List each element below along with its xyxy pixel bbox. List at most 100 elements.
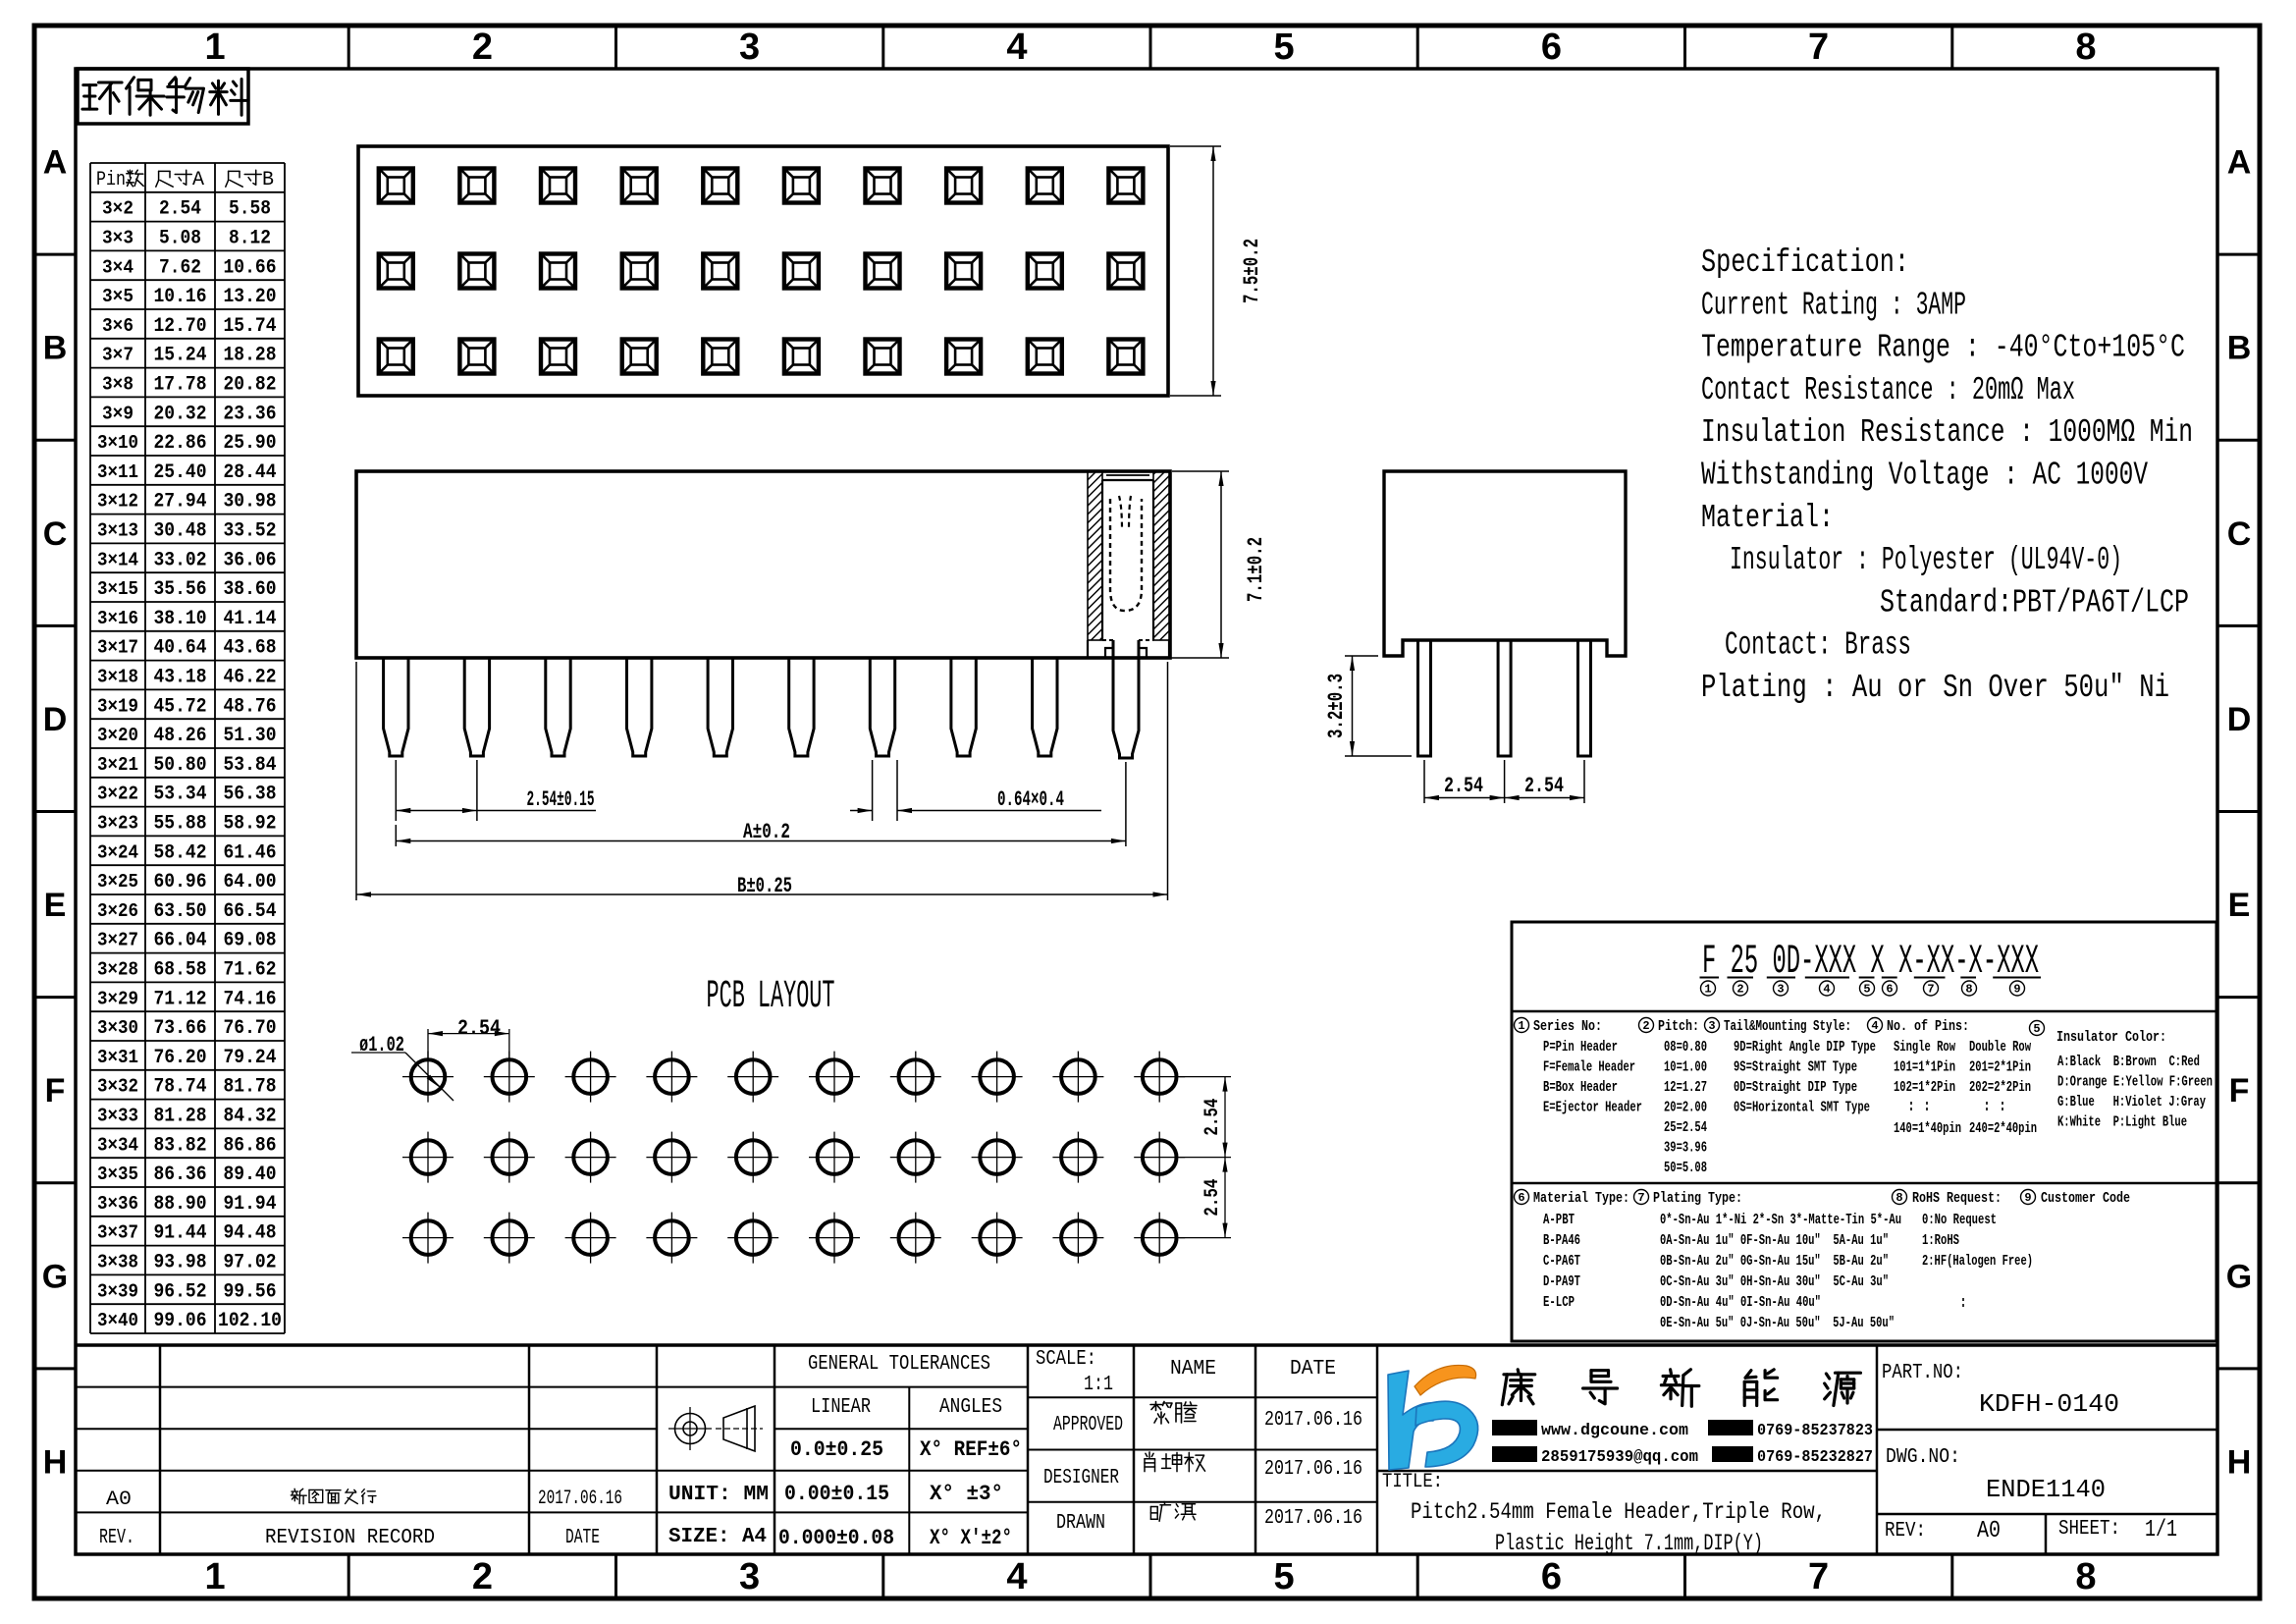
- svg-text:5: 5: [2033, 1022, 2040, 1036]
- svg-text:Single Row: Single Row: [1894, 1039, 1955, 1056]
- svg-text:A: A: [2227, 144, 2252, 182]
- svg-text:C-PA6T: C-PA6T: [1543, 1253, 1580, 1270]
- svg-text:7.62: 7.62: [159, 256, 201, 279]
- svg-text:B±0.25: B±0.25: [737, 874, 792, 898]
- svg-text:93.98: 93.98: [154, 1252, 207, 1274]
- svg-text:F: F: [2229, 1072, 2250, 1110]
- svg-text:B: B: [262, 169, 274, 191]
- svg-text:0D=Straight DIP Type: 0D=Straight DIP Type: [1734, 1079, 1857, 1096]
- svg-text:99.06: 99.06: [154, 1310, 207, 1332]
- svg-text:3×28: 3×28: [97, 959, 138, 981]
- svg-text:2.54: 2.54: [457, 1016, 501, 1041]
- svg-text:33.52: 33.52: [224, 520, 277, 543]
- svg-text:3×14: 3×14: [97, 549, 138, 570]
- svg-text:TITLE:: TITLE:: [1382, 1471, 1443, 1493]
- svg-text:3×29: 3×29: [97, 988, 138, 1009]
- svg-text:20=2.00: 20=2.00: [1664, 1100, 1707, 1116]
- svg-text:1: 1: [205, 1556, 226, 1597]
- svg-text:ø1.02: ø1.02: [359, 1033, 404, 1057]
- svg-text:Specification:: Specification:: [1701, 244, 1909, 281]
- svg-text:E: E: [2228, 887, 2251, 924]
- svg-text:3×34: 3×34: [97, 1134, 138, 1156]
- svg-text:DESIGNER: DESIGNER: [1043, 1467, 1119, 1489]
- svg-text:73.66: 73.66: [154, 1017, 207, 1040]
- svg-text:PART.NO:: PART.NO:: [1882, 1362, 1963, 1384]
- svg-text:08=0.80: 08=0.80: [1664, 1039, 1707, 1056]
- svg-text:Plating Type:: Plating Type:: [1653, 1190, 1742, 1207]
- svg-text:38.10: 38.10: [154, 608, 207, 630]
- svg-text:8: 8: [1965, 983, 1972, 997]
- svg-text:7: 7: [1927, 983, 1934, 997]
- svg-text:30.48: 30.48: [154, 520, 207, 543]
- svg-text:1/1: 1/1: [2145, 1517, 2177, 1543]
- svg-text:45.72: 45.72: [154, 695, 207, 718]
- svg-text:A: A: [192, 169, 204, 191]
- svg-text:ANGLES: ANGLES: [939, 1396, 1002, 1419]
- svg-text:48.26: 48.26: [154, 725, 207, 747]
- svg-text:2: 2: [472, 27, 493, 68]
- svg-text:3×17: 3×17: [97, 637, 138, 659]
- svg-text:3×27: 3×27: [97, 930, 138, 951]
- svg-text:58.92: 58.92: [224, 813, 277, 836]
- svg-text:E=Ejector Header: E=Ejector Header: [1543, 1100, 1642, 1116]
- svg-text:71.12: 71.12: [154, 988, 207, 1010]
- svg-text:15.24: 15.24: [154, 345, 207, 367]
- svg-text:NAME: NAME: [1170, 1358, 1216, 1380]
- svg-text:63.50: 63.50: [154, 900, 207, 923]
- svg-text:Insulator : Polyester (UL94V-0: Insulator : Polyester (UL94V-0): [1730, 542, 2122, 578]
- svg-text:3×10: 3×10: [97, 432, 138, 454]
- svg-text:SHEET:: SHEET:: [2058, 1518, 2120, 1541]
- svg-text:89.40: 89.40: [224, 1164, 277, 1186]
- svg-text:97.02: 97.02: [224, 1252, 277, 1274]
- svg-text:3×4: 3×4: [102, 256, 133, 278]
- svg-text:53.84: 53.84: [224, 754, 277, 777]
- svg-text:X° X'±2°: X° X'±2°: [930, 1526, 1012, 1550]
- svg-text:4: 4: [1006, 1556, 1027, 1597]
- svg-text:76.20: 76.20: [154, 1047, 207, 1069]
- svg-text:240=2*40pin: 240=2*40pin: [1969, 1120, 2037, 1137]
- svg-text:27.94: 27.94: [154, 491, 207, 514]
- svg-text:G: G: [42, 1258, 68, 1295]
- svg-text:8: 8: [2075, 27, 2096, 68]
- svg-text:1: 1: [205, 27, 226, 68]
- svg-text:38.60: 38.60: [224, 578, 277, 601]
- svg-text:5: 5: [1274, 1556, 1295, 1597]
- svg-text:Insulation Resistance : 1000MΩ: Insulation Resistance : 1000MΩ Min: [1701, 414, 2193, 451]
- svg-text:43.68: 43.68: [224, 637, 277, 660]
- svg-text:2.54: 2.54: [1524, 774, 1564, 798]
- svg-text:3×21: 3×21: [97, 754, 138, 776]
- svg-text:Customer Code: Customer Code: [2041, 1190, 2130, 1207]
- svg-text:PCB LAYOUT: PCB LAYOUT: [707, 975, 835, 1019]
- svg-text:58.42: 58.42: [154, 841, 207, 864]
- svg-text:25.90: 25.90: [224, 432, 277, 455]
- svg-text:78.74: 78.74: [154, 1076, 207, 1099]
- svg-text:66.04: 66.04: [154, 930, 207, 952]
- svg-text:1:RoHS: 1:RoHS: [1922, 1232, 1959, 1249]
- svg-text:7.5±0.2: 7.5±0.2: [1240, 239, 1264, 303]
- svg-text:A±0.2: A±0.2: [743, 820, 790, 844]
- svg-text:Tail&Mounting Style:: Tail&Mounting Style:: [1724, 1018, 1851, 1035]
- svg-text:2017.06.16: 2017.06.16: [538, 1488, 622, 1510]
- svg-text:0*-Sn-Au 1*-Ni 2*-Sn 3*-Matte-: 0*-Sn-Au 1*-Ni 2*-Sn 3*-Matte-Tin 5*-Au: [1660, 1212, 1901, 1228]
- svg-text:2.54±0.15: 2.54±0.15: [527, 787, 595, 812]
- svg-text:0B-Sn-Au 2u" 0G-Sn-Au 15u" 5B: 0B-Sn-Au 2u" 0G-Sn-Au 15u" 5B-Au 2u": [1660, 1253, 1889, 1270]
- svg-text:6: 6: [1541, 27, 1562, 68]
- svg-text:0S=Horizontal SMT Type: 0S=Horizontal SMT Type: [1734, 1100, 1870, 1116]
- svg-text:3: 3: [739, 27, 760, 68]
- svg-text:9D=Right Angle DIP Type: 9D=Right Angle DIP Type: [1734, 1039, 1876, 1056]
- svg-text:140=1*40pin: 140=1*40pin: [1894, 1120, 1961, 1137]
- svg-text:D: D: [43, 701, 68, 738]
- svg-text:28.44: 28.44: [224, 461, 277, 484]
- svg-text:66.54: 66.54: [224, 900, 277, 923]
- svg-text:3×18: 3×18: [97, 667, 138, 688]
- svg-text:B=Box Header: B=Box Header: [1543, 1079, 1618, 1096]
- svg-text:6: 6: [1518, 1191, 1524, 1205]
- svg-text:202=2*2Pin: 202=2*2Pin: [1969, 1079, 2031, 1096]
- svg-text:2.54: 2.54: [1444, 774, 1483, 798]
- svg-text:22.86: 22.86: [154, 432, 207, 455]
- svg-text:69.08: 69.08: [224, 930, 277, 952]
- svg-text:79.24: 79.24: [224, 1047, 277, 1069]
- svg-text:E-LCP: E-LCP: [1543, 1294, 1575, 1311]
- svg-text:3×38: 3×38: [97, 1252, 138, 1273]
- svg-text:83.82: 83.82: [154, 1134, 207, 1157]
